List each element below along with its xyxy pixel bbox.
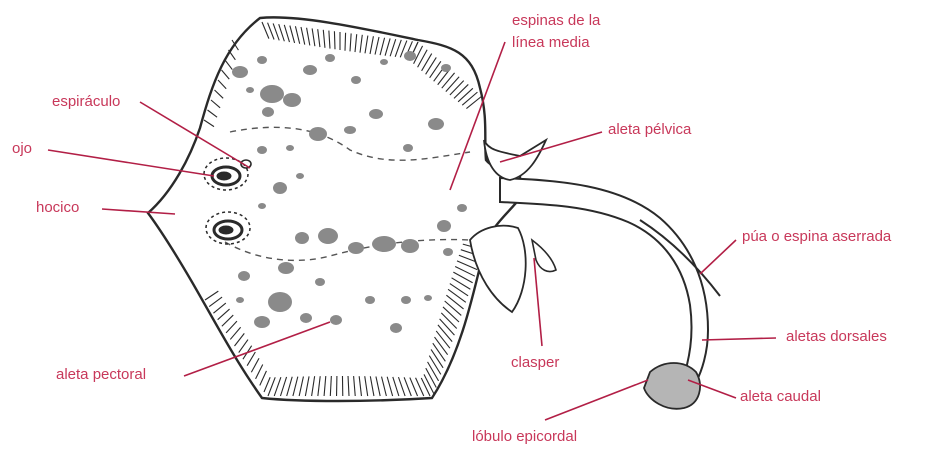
- skin-spot: [404, 51, 416, 61]
- skin-spot: [236, 297, 244, 303]
- skin-spot: [330, 315, 342, 325]
- skin-spot: [257, 56, 267, 64]
- skin-spot: [401, 239, 419, 253]
- skin-spot: [401, 296, 411, 304]
- skin-spot: [428, 118, 444, 130]
- skin-spot: [246, 87, 254, 93]
- skin-spot: [372, 236, 396, 252]
- fin-ray: [334, 31, 335, 49]
- skin-spot: [257, 146, 267, 154]
- skin-spot: [309, 127, 327, 141]
- skin-spot: [369, 109, 383, 119]
- label-lobulo-epicordal: lóbulo epicordal: [472, 428, 577, 446]
- skin-spot: [258, 203, 266, 209]
- skin-spot: [348, 242, 364, 254]
- skin-spot: [303, 65, 317, 75]
- skin-spot: [295, 232, 309, 244]
- skin-spot: [437, 220, 451, 232]
- label-aleta-caudal: aleta caudal: [740, 388, 821, 406]
- label-hocico: hocico: [36, 199, 79, 217]
- label-espinas-linea-media-1: espinas de la: [512, 12, 600, 30]
- label-clasper: clasper: [511, 354, 559, 372]
- skin-spot: [283, 93, 301, 107]
- label-espinas-linea-media-2: línea media: [512, 34, 590, 52]
- label-ojo: ojo: [12, 140, 32, 158]
- skin-spot: [232, 66, 248, 78]
- skin-spot: [254, 316, 270, 328]
- skin-spot: [260, 85, 284, 103]
- skin-spot: [262, 107, 274, 117]
- label-pua-espina-aserrada: púa o espina aserrada: [742, 228, 891, 246]
- skin-spot: [443, 248, 453, 256]
- skin-spot: [273, 182, 287, 194]
- caudal-fin: [644, 363, 700, 409]
- skin-spot: [325, 54, 335, 62]
- skin-spot: [351, 76, 361, 84]
- skin-spot: [296, 173, 304, 179]
- skin-spot: [300, 313, 312, 323]
- skin-spot: [457, 204, 467, 212]
- skin-spot: [365, 296, 375, 304]
- skin-spot: [315, 278, 325, 286]
- skin-spot: [344, 126, 356, 134]
- label-aleta-pelvica: aleta pélvica: [608, 121, 691, 139]
- fin-ray: [345, 33, 346, 51]
- skin-spot: [318, 228, 338, 244]
- skin-spot: [424, 295, 432, 301]
- skin-spot: [380, 59, 388, 65]
- skin-spot: [278, 262, 294, 274]
- label-aleta-pectoral: aleta pectoral: [56, 366, 146, 384]
- skin-spot: [268, 292, 292, 312]
- skin-spot: [390, 323, 402, 333]
- skin-spot: [403, 144, 413, 152]
- label-espiraculo: espiráculo: [52, 93, 120, 111]
- skin-spot: [238, 271, 250, 281]
- label-aletas-dorsales: aletas dorsales: [786, 328, 887, 346]
- skin-spot: [286, 145, 294, 151]
- pelvic-fin-lower: [470, 226, 526, 312]
- skin-spot: [441, 64, 451, 72]
